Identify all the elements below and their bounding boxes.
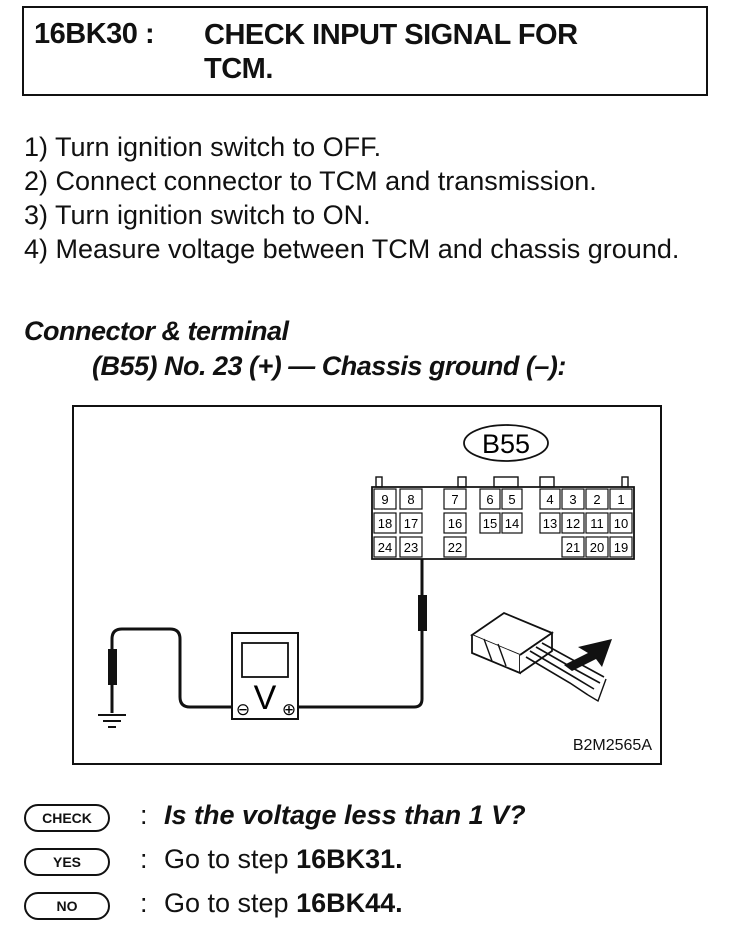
svg-text:18: 18 xyxy=(378,516,392,531)
terminal-22: 22 xyxy=(443,536,467,558)
no-target-step: 16BK44. xyxy=(296,888,403,918)
no-colon: : xyxy=(140,888,148,918)
svg-text:12: 12 xyxy=(566,516,580,531)
insertion-arrow-icon xyxy=(564,639,612,671)
terminal-21: 21 xyxy=(561,536,585,558)
terminal-7: 7 xyxy=(443,488,467,510)
terminal-14: 14 xyxy=(501,512,523,534)
connector-harness-illustration xyxy=(470,611,607,703)
connector-spec: (B55) No. 23 (+) — Chassis ground (–): xyxy=(92,351,566,381)
svg-text:14: 14 xyxy=(505,516,519,531)
terminal-10: 10 xyxy=(609,512,633,534)
svg-text:⊖: ⊖ xyxy=(236,700,250,720)
svg-text:15: 15 xyxy=(483,516,497,531)
terminal-24: 24 xyxy=(373,536,397,558)
positive-probe-lead xyxy=(296,559,427,709)
terminal-row-3: 24 23 22 21 20 19 xyxy=(373,536,633,558)
check-badge: CHECK xyxy=(24,804,110,832)
terminal-20: 20 xyxy=(585,536,609,558)
yes-action: Go to step 16BK31. xyxy=(164,844,403,875)
terminal-9: 9 xyxy=(373,488,397,510)
step-title-line1: CHECK INPUT SIGNAL FOR xyxy=(204,19,578,51)
figure-code: B2M2565A xyxy=(572,737,652,754)
svg-text:6: 6 xyxy=(486,492,493,507)
instruction-item: 1) Turn ignition switch to OFF. xyxy=(24,132,382,162)
terminal-5: 5 xyxy=(501,488,523,510)
terminal-1: 1 xyxy=(609,488,633,510)
svg-text:V: V xyxy=(254,679,277,717)
instruction-list: 1) Turn ignition switch to OFF. 2) Conne… xyxy=(24,130,708,266)
svg-text:1: 1 xyxy=(617,492,624,507)
svg-text:21: 21 xyxy=(566,540,580,555)
svg-text:2: 2 xyxy=(593,492,600,507)
svg-text:16: 16 xyxy=(448,516,462,531)
terminal-18: 18 xyxy=(373,512,397,534)
svg-text:22: 22 xyxy=(448,540,462,555)
yes-row: YES : Go to step 16BK31. xyxy=(22,844,722,884)
check-row: CHECK : Is the voltage less than 1 V? xyxy=(22,800,722,840)
instruction-item: 3) Turn ignition switch to ON. xyxy=(24,200,371,230)
terminal-16: 16 xyxy=(443,512,467,534)
svg-text:3: 3 xyxy=(569,492,576,507)
svg-text:⊕: ⊕ xyxy=(282,700,296,720)
svg-text:20: 20 xyxy=(590,540,604,555)
step-title-line2: TCM. xyxy=(204,53,273,85)
yes-target-step: 16BK31. xyxy=(296,844,403,874)
chassis-ground-icon xyxy=(98,714,126,728)
no-row: NO : Go to step 16BK44. xyxy=(22,888,722,928)
check-question: Is the voltage less than 1 V? xyxy=(164,800,526,830)
check-colon: : xyxy=(140,800,148,830)
step-title: CHECK INPUT SIGNAL FOR TCM. xyxy=(204,18,684,86)
svg-text:13: 13 xyxy=(543,516,557,531)
terminal-row-2: 18 17 16 15 14 13 12 11 10 xyxy=(373,512,633,534)
terminal-23: 23 xyxy=(399,536,423,558)
svg-text:11: 11 xyxy=(590,516,604,531)
connector-label-b55: B55 xyxy=(463,424,549,462)
yes-badge: YES xyxy=(24,848,110,876)
instruction-item: 4) Measure voltage between TCM and chass… xyxy=(24,234,680,264)
svg-text:4: 4 xyxy=(546,492,553,507)
svg-text:17: 17 xyxy=(404,516,418,531)
terminal-15: 15 xyxy=(479,512,501,534)
step-code: 16BK30 : xyxy=(34,18,155,50)
svg-text:19: 19 xyxy=(614,540,628,555)
svg-text:10: 10 xyxy=(614,516,628,531)
terminal-11: 11 xyxy=(585,512,609,534)
negative-probe-lead xyxy=(108,627,232,713)
yes-colon: : xyxy=(140,844,148,874)
step-title-box: 16BK30 : CHECK INPUT SIGNAL FOR TCM. xyxy=(22,6,708,96)
terminal-6: 6 xyxy=(479,488,501,510)
svg-text:7: 7 xyxy=(451,492,458,507)
terminal-17: 17 xyxy=(399,512,423,534)
svg-text:9: 9 xyxy=(381,492,388,507)
svg-text:24: 24 xyxy=(378,540,392,555)
instruction-item: 2) Connect connector to TCM and transmis… xyxy=(24,166,597,196)
svg-text:B55: B55 xyxy=(482,429,530,459)
no-badge: NO xyxy=(24,892,110,920)
terminal-3: 3 xyxy=(561,488,585,510)
terminal-2: 2 xyxy=(585,488,609,510)
svg-text:8: 8 xyxy=(407,492,414,507)
voltmeter-icon: V ⊖ ⊕ xyxy=(231,632,299,720)
no-action: Go to step 16BK44. xyxy=(164,888,403,919)
terminal-4: 4 xyxy=(539,488,561,510)
terminal-19: 19 xyxy=(609,536,633,558)
terminal-8: 8 xyxy=(399,488,423,510)
svg-text:5: 5 xyxy=(508,492,515,507)
terminal-12: 12 xyxy=(561,512,585,534)
yes-prefix: Go to step xyxy=(164,844,297,874)
no-prefix: Go to step xyxy=(164,888,297,918)
connector-heading: Connector & terminal xyxy=(24,316,289,346)
svg-text:23: 23 xyxy=(404,540,418,555)
terminal-13: 13 xyxy=(539,512,561,534)
